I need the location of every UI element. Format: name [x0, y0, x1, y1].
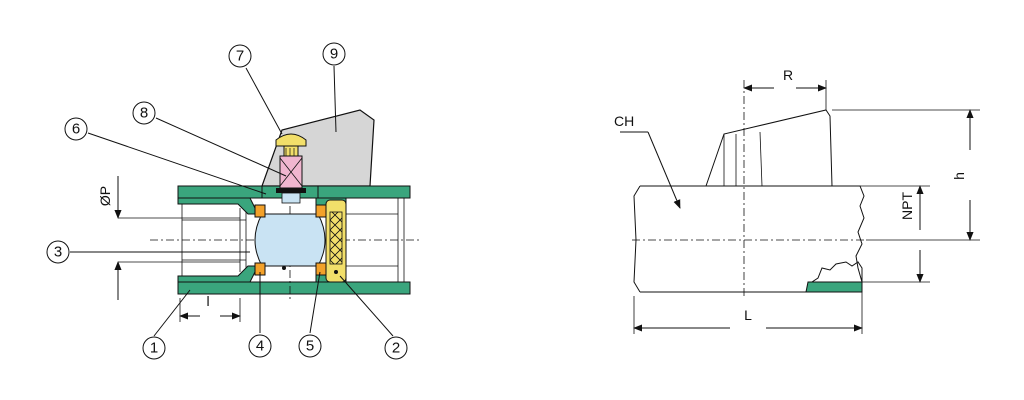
side-view: CH R h NPT: [614, 67, 980, 334]
callout-5-label: 5: [306, 338, 314, 355]
handle-screw: [275, 133, 307, 157]
handle-lever: [261, 109, 375, 187]
callout-4-label: 4: [256, 338, 264, 355]
dim-length-label: L: [744, 307, 752, 323]
callout-5: 5: [298, 334, 322, 358]
callout-6: 6: [64, 117, 88, 141]
dim-hex-label: CH: [614, 113, 634, 129]
callout-8: 8: [132, 101, 156, 125]
end-cap-screw: [325, 199, 347, 283]
dim-thread: NPT: [860, 185, 930, 283]
callout-2: 2: [384, 336, 408, 360]
callout-1: 1: [142, 336, 166, 360]
dim-thread-length-label: l: [206, 293, 209, 309]
callout-2-label: 2: [392, 340, 400, 357]
callout-9-label: 9: [330, 46, 338, 63]
dim-hex: CH: [614, 113, 681, 209]
callout-8-label: 8: [140, 105, 148, 122]
dim-length: L: [633, 292, 863, 334]
side-thread-section: [805, 281, 863, 293]
dim-bore: ØP: [97, 176, 240, 300]
dim-handle-reach-label: R: [783, 67, 793, 83]
callout-9: 9: [322, 42, 346, 66]
callout-1-label: 1: [150, 340, 158, 357]
callout-7-label: 7: [236, 48, 244, 65]
callout-4: 4: [248, 334, 272, 358]
callout-7: 7: [228, 44, 252, 68]
dim-thread-label: NPT: [899, 192, 915, 220]
dim-handle-reach: R: [743, 67, 827, 110]
dim-height-label: h: [951, 172, 967, 180]
side-body: [632, 80, 866, 296]
callout-leaders: [70, 65, 394, 337]
ball: [254, 213, 326, 270]
callout-3: 3: [46, 240, 70, 264]
dim-bore-label: ØP: [97, 186, 113, 206]
stem: [276, 155, 306, 204]
side-handle-lever: [705, 109, 833, 187]
dim-height: h: [832, 109, 980, 241]
callout-3-label: 3: [54, 244, 62, 261]
section-view: ØP l 1 2: [46, 42, 420, 360]
callout-6-label: 6: [72, 121, 80, 138]
dim-thread-length: l: [179, 293, 241, 322]
